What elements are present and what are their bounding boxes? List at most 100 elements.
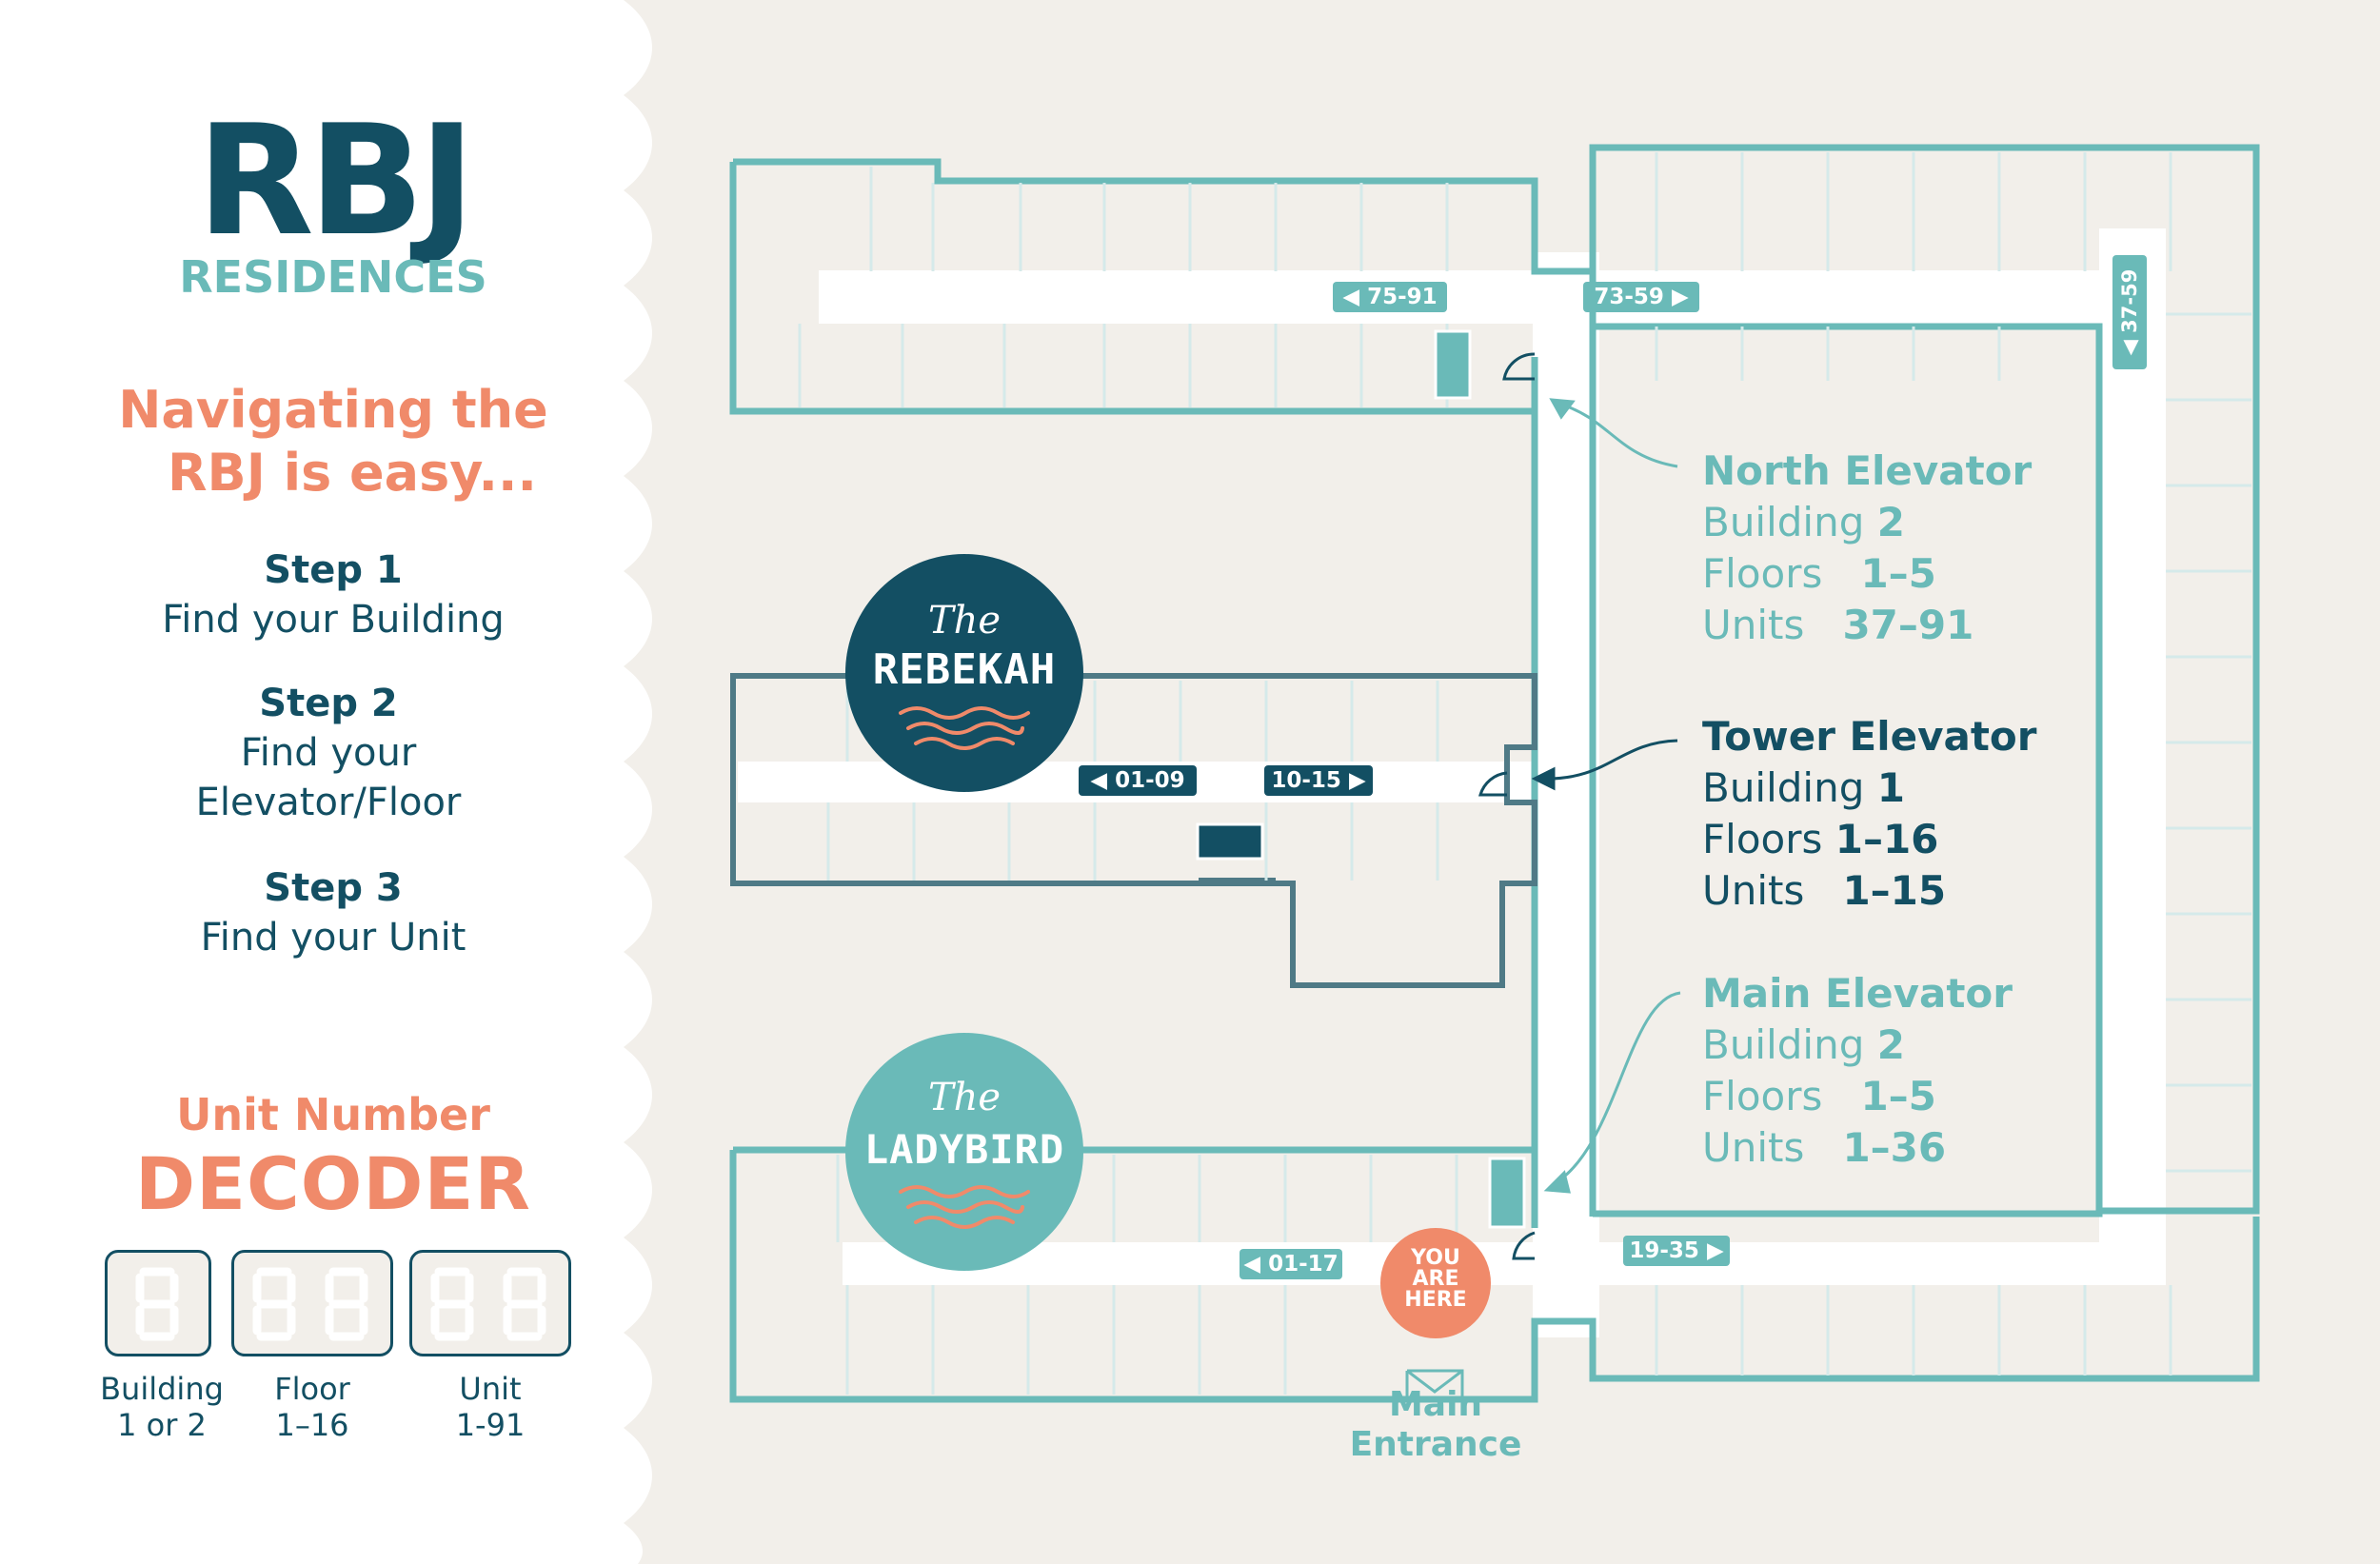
main-elevator-building: Building 2 [1702, 1020, 2013, 1071]
north-building-label: Building [1702, 499, 1865, 545]
unit-label-19-35-text: 19-35 [1629, 1238, 1699, 1263]
decoder-label-building: Building 1 or 2 [67, 1371, 257, 1443]
unit-label-10-15-text: 10-15 [1271, 768, 1341, 793]
brand-subtitle: RESIDENCES [179, 251, 487, 303]
step-1: Step 1 Find your Building [95, 545, 571, 644]
ladybird-badge-the: The [927, 1076, 1002, 1119]
step-2-title: Step 2 [259, 682, 398, 725]
unit-label-37-59-text: 37-59 [2118, 268, 2141, 333]
arrow-left-icon: ◀ [1342, 285, 1360, 309]
unit-label-19-35: 19-35 ▶ [1623, 1236, 1730, 1266]
you-are-here-line-1: YOU [1411, 1246, 1460, 1270]
step-3-title: Step 3 [264, 866, 403, 910]
step-1-text: Find your Building [162, 598, 505, 642]
unit-label-75-91: ◀ 75-91 [1333, 282, 1447, 312]
tower-units-label: Units [1702, 867, 1805, 914]
unit-label-73-59-text: 73-59 [1594, 285, 1664, 309]
tower-elevator-arrow [1541, 739, 1678, 781]
arrow-left-icon: ◀ [1243, 1252, 1261, 1277]
north-units-value: 37–91 [1842, 602, 1974, 648]
north-elevator-info: North Elevator Building 2 Floors 1–5 Uni… [1702, 445, 2032, 651]
tower-elevator-info: Tower Elevator Building 1 Floors 1–16 Un… [1702, 711, 2036, 917]
brand-logo: RBJ [196, 91, 476, 269]
north-floors-value: 1–5 [1860, 550, 1936, 597]
decoder-title: DECODER [135, 1141, 531, 1226]
decoder-box-unit [409, 1250, 571, 1356]
north-floors-label: Floors [1702, 550, 1823, 597]
leader-arrows [1531, 398, 1681, 1194]
tower-units-value: 1–15 [1842, 867, 1947, 914]
tower-elevator-units: Units 1–15 [1702, 865, 2036, 917]
seven-segment-digit-icon [252, 1267, 368, 1341]
ladybird-badge: The LADYBIRD [845, 1033, 1083, 1271]
unit-label-37-59-inner: ◀ 37-59 [2114, 255, 2145, 369]
tower-building-label: Building [1702, 764, 1865, 811]
intro-line-2: RBJ is easy... [167, 443, 538, 503]
decoder-label-floor: Floor 1–16 [217, 1371, 407, 1443]
rebekah-badge-name: REBEKAH [872, 645, 1057, 694]
step-2: Step 2 Find your Elevator/Floor [90, 679, 566, 827]
tower-elevator-floors: Floors 1–16 [1702, 814, 2036, 865]
main-building-value: 2 [1876, 1021, 1905, 1068]
decoder-label-building-2: 1 or 2 [117, 1407, 207, 1443]
main-building-label: Building [1702, 1021, 1865, 1068]
unit-label-01-09-text: 01-09 [1115, 768, 1185, 793]
unit-label-01-17-text: 01-17 [1268, 1252, 1339, 1277]
intro-line-1: Navigating the [118, 380, 548, 440]
elevator-blocks [1196, 329, 1526, 1229]
building-2-floorplan [729, 144, 2260, 1403]
arrow-right-icon: ▶ [1706, 1238, 1724, 1263]
tower-elevator-cars [1196, 822, 1264, 861]
north-elevator-title: North Elevator [1702, 447, 2033, 494]
main-entrance-line-2: Entrance [1349, 1425, 1522, 1464]
step-1-title: Step 1 [264, 548, 403, 592]
north-elevator-units: Units 37–91 [1702, 600, 2032, 651]
unit-label-73-59: 73-59 ▶ [1583, 282, 1699, 312]
main-units-label: Units [1702, 1124, 1805, 1171]
north-elevator-arrow [1560, 403, 1678, 468]
seven-segment-digit-icon [135, 1267, 179, 1341]
decoder-box-floor [231, 1250, 393, 1356]
you-are-here-line-3: HERE [1404, 1288, 1467, 1312]
main-elevator-cars [1488, 1157, 1526, 1229]
step-3: Step 3 Find your Unit [95, 863, 571, 962]
ladybird-badge-name: LADYBIRD [863, 1126, 1065, 1173]
decoder-label-floor-1: Floor [274, 1371, 350, 1407]
unit-label-01-17: ◀ 01-17 [1240, 1249, 1342, 1279]
wave-icon [899, 706, 1030, 750]
decoder-label-floor-2: 1–16 [275, 1407, 349, 1443]
main-elevator-arrow [1556, 991, 1681, 1184]
arrow-left-icon: ◀ [1090, 768, 1108, 793]
step-2-text-1: Find your [240, 731, 417, 775]
main-floors-value: 1–5 [1860, 1073, 1936, 1119]
main-elevator-floors: Floors 1–5 [1702, 1071, 2013, 1122]
tower-elevator-building: Building 1 [1702, 762, 2036, 814]
north-units-label: Units [1702, 602, 1805, 648]
unit-label-10-15: 10-15 ▶ [1264, 765, 1373, 796]
main-entrance-line-1: Main [1388, 1385, 1483, 1424]
entrance-door-icon [1405, 1369, 1464, 1399]
north-elevator-floors: Floors 1–5 [1702, 548, 2032, 600]
main-elevator-units: Units 1–36 [1702, 1122, 2013, 1174]
unit-label-01-09: ◀ 01-09 [1079, 765, 1197, 796]
tower-building-value: 1 [1876, 764, 1905, 811]
decoder-label-unit-2: 1-91 [455, 1407, 526, 1443]
north-elevator-building: Building 2 [1702, 497, 2032, 548]
arrow-left-icon: ◀ [2118, 340, 2141, 356]
decoder-heading: Unit Number [176, 1089, 490, 1140]
main-floors-label: Floors [1702, 1073, 1823, 1119]
decoder-label-building-1: Building [100, 1371, 224, 1407]
decoder-label-unit-1: Unit [459, 1371, 522, 1407]
decoder-label-unit: Unit 1-91 [395, 1371, 585, 1443]
main-elevator-info: Main Elevator Building 2 Floors 1–5 Unit… [1702, 968, 2013, 1174]
seven-segment-digit-icon [430, 1267, 546, 1341]
arrow-right-icon: ▶ [1671, 285, 1689, 309]
main-elevator-title: Main Elevator [1702, 970, 2013, 1017]
tower-elevator-title: Tower Elevator [1702, 713, 2037, 760]
wave-icon [899, 1185, 1030, 1229]
you-are-here-marker: YOU ARE HERE [1380, 1228, 1491, 1338]
rebekah-badge-the: The [927, 599, 1002, 643]
arrow-right-icon: ▶ [1348, 768, 1366, 793]
